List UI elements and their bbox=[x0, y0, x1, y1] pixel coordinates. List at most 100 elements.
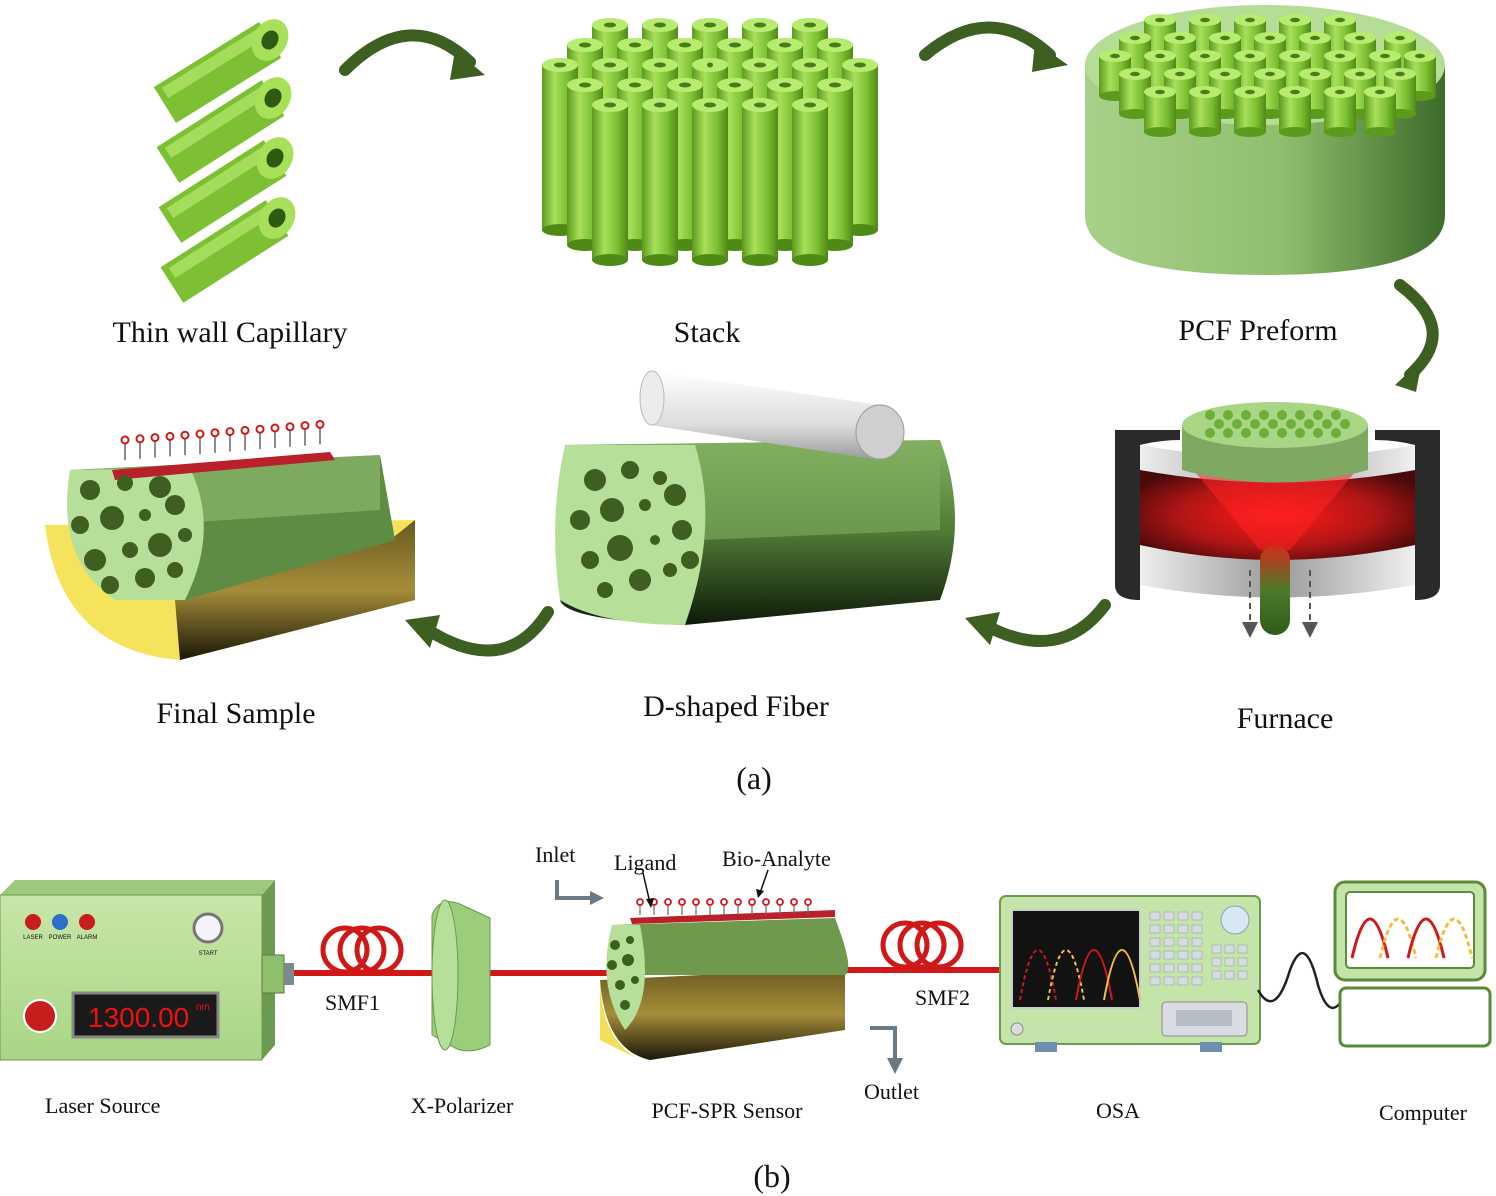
stack-rod-hole bbox=[679, 42, 691, 48]
label-x-polarizer: X-Polarizer bbox=[411, 1093, 514, 1118]
osa-key bbox=[1191, 963, 1203, 973]
analyte-molecule bbox=[300, 421, 310, 431]
preform-top-dot bbox=[1313, 410, 1323, 420]
osa-device bbox=[999, 895, 1261, 1052]
analyte-molecule bbox=[706, 898, 714, 906]
final-sample-illustration bbox=[45, 419, 415, 660]
preform-top-dot bbox=[1214, 419, 1224, 429]
air-hole bbox=[165, 495, 185, 515]
preform-rod-hole bbox=[1245, 53, 1255, 59]
preform-rod-hole bbox=[1375, 89, 1385, 95]
air-hole bbox=[621, 461, 639, 479]
osa-key bbox=[1211, 944, 1222, 954]
osa-key bbox=[1149, 924, 1161, 934]
label-stack: Stack bbox=[674, 316, 741, 349]
laser-source-device: LASER POWER ALARM START 1300.00 nm bbox=[0, 880, 294, 1061]
preform-rod-hole bbox=[1200, 89, 1210, 95]
wavelength-display bbox=[71, 991, 220, 1039]
analyte-molecule bbox=[636, 898, 644, 906]
smf1-coil bbox=[320, 925, 404, 975]
preform-rod-hole bbox=[1155, 17, 1165, 23]
analyte-molecule bbox=[734, 898, 742, 906]
osa-screen bbox=[1011, 909, 1141, 1009]
air-hole bbox=[626, 936, 634, 944]
stack-rod-hole bbox=[729, 82, 741, 88]
osa-key bbox=[1237, 970, 1248, 980]
label-d-shaped-fiber: D-shaped Fiber bbox=[643, 690, 829, 723]
label-smf1: SMF1 bbox=[325, 990, 380, 1015]
label-bio-analyte: Bio-Analyte bbox=[722, 846, 831, 871]
stack-rod-hole bbox=[704, 102, 716, 108]
osa-key bbox=[1191, 937, 1203, 947]
stack-rod-hole bbox=[854, 62, 866, 68]
osa-key bbox=[1149, 976, 1161, 986]
spectrum-trace bbox=[1103, 949, 1141, 1001]
analyte-molecule bbox=[270, 423, 280, 433]
laser-button-icon bbox=[25, 914, 41, 930]
analyte-molecule bbox=[165, 431, 175, 441]
analyte-molecule bbox=[664, 898, 672, 906]
osa-key bbox=[1224, 970, 1235, 980]
preform-rod bbox=[1234, 92, 1266, 132]
stack-rod-hole bbox=[804, 102, 816, 108]
analyte-molecule bbox=[180, 430, 190, 440]
air-hole bbox=[135, 568, 155, 588]
stack-rod-base bbox=[792, 254, 828, 266]
analyte-molecule bbox=[720, 898, 728, 906]
preform-rod-hole bbox=[1335, 53, 1345, 59]
air-hole bbox=[167, 562, 183, 578]
stack-rod-hole bbox=[804, 62, 816, 68]
osa-key bbox=[1211, 957, 1222, 967]
osa-key bbox=[1163, 976, 1175, 986]
preform-rod-hole bbox=[1355, 71, 1365, 77]
analyte-molecule bbox=[210, 428, 220, 438]
osa-key bbox=[1191, 911, 1203, 921]
air-hole bbox=[664, 484, 686, 506]
preform-rod-hole bbox=[1310, 71, 1320, 77]
preform-rod-hole bbox=[1355, 35, 1365, 41]
smf2-coil bbox=[880, 920, 964, 970]
capillary-bore bbox=[261, 30, 279, 50]
air-hole bbox=[629, 569, 651, 591]
osa-key bbox=[1163, 911, 1175, 921]
preform-top-dot bbox=[1259, 428, 1269, 438]
stack-rod-hole bbox=[579, 42, 591, 48]
label-laser-source: Laser Source bbox=[45, 1093, 160, 1118]
spectrum-trace bbox=[1406, 917, 1446, 959]
air-hole bbox=[149, 476, 171, 498]
preform-illustration bbox=[1085, 5, 1445, 275]
stack-rod bbox=[792, 105, 828, 260]
capillary-bore bbox=[264, 88, 282, 108]
wavelength-readout: 1300.00 bbox=[88, 1002, 189, 1033]
stack-rod-hole bbox=[654, 102, 666, 108]
analyte-molecule bbox=[804, 898, 812, 906]
stack-rod-hole bbox=[779, 82, 791, 88]
pcf-spr-sensor bbox=[600, 898, 849, 1060]
stack-rod-hole bbox=[554, 62, 566, 68]
air-hole bbox=[584, 469, 606, 491]
stack-rod-hole bbox=[754, 62, 766, 68]
stack-rod-hole bbox=[754, 22, 766, 28]
stack-rod-hole bbox=[629, 82, 641, 88]
stack-rod-hole bbox=[679, 82, 691, 88]
osa-key bbox=[1177, 937, 1189, 947]
preform-top-dot bbox=[1295, 428, 1305, 438]
capillary-tube-body bbox=[158, 140, 287, 243]
analyte-molecule bbox=[240, 425, 250, 435]
curved-arrow-4 bbox=[965, 599, 1111, 647]
osa-key bbox=[1177, 924, 1189, 934]
osa-key bbox=[1237, 957, 1248, 967]
preform-top-dot bbox=[1241, 410, 1251, 420]
label-smf2: SMF2 bbox=[915, 985, 970, 1010]
wavelength-unit: nm bbox=[196, 1002, 210, 1013]
preform-rod-hole bbox=[1175, 71, 1185, 77]
air-hole bbox=[672, 520, 692, 540]
preform-rod-hole bbox=[1220, 35, 1230, 41]
furnace-illustration bbox=[1115, 402, 1440, 638]
label-pcf-spr-sensor: PCF-SPR Sensor bbox=[651, 1098, 803, 1123]
air-hole bbox=[139, 509, 151, 521]
outlet-arrow bbox=[870, 1026, 903, 1074]
preform-rod bbox=[1364, 92, 1396, 132]
preform-rod-hole bbox=[1175, 35, 1185, 41]
osa-key bbox=[1224, 957, 1235, 967]
